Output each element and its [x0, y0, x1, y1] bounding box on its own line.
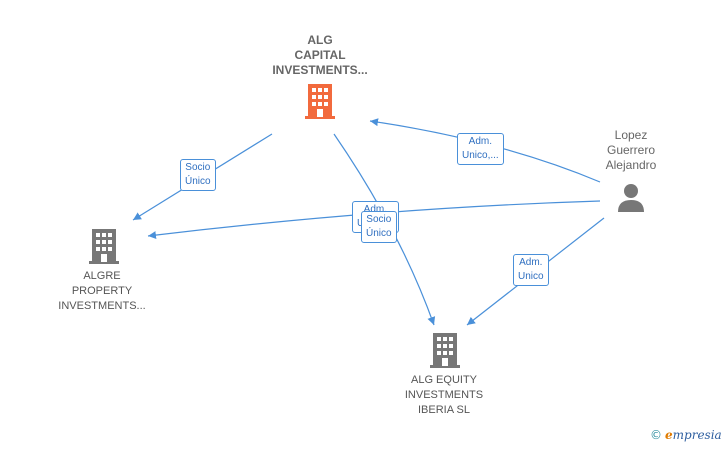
edge-label-socio-unico: Socio Único: [180, 159, 216, 191]
edge-label-adm-unico: Adm. Unico,...: [457, 133, 504, 165]
building-icon[interactable]: [430, 333, 460, 369]
person-icon[interactable]: [617, 183, 645, 213]
lopez-label[interactable]: Lopez Guerrero Alejandro: [605, 128, 657, 172]
building-icon[interactable]: [305, 84, 335, 120]
copyright-symbol: ©: [650, 428, 662, 442]
building-icon[interactable]: [89, 229, 119, 265]
brand-name: mpresia: [672, 428, 722, 442]
algre-property-label[interactable]: ALGRE PROPERTY INVESTMENTS...: [58, 270, 146, 312]
edge-label-adm-unico: Adm. Unico: [513, 254, 549, 286]
alg-equity-label[interactable]: ALG EQUITY INVESTMENTS IBERIA SL: [404, 374, 484, 416]
brand-first-letter: e: [665, 428, 673, 442]
empresia-logo: ©empresia: [650, 428, 722, 442]
edge-label-socio-unico: Socio Único: [361, 211, 397, 243]
alg-capital-label[interactable]: ALG CAPITAL INVESTMENTS...: [272, 33, 368, 77]
